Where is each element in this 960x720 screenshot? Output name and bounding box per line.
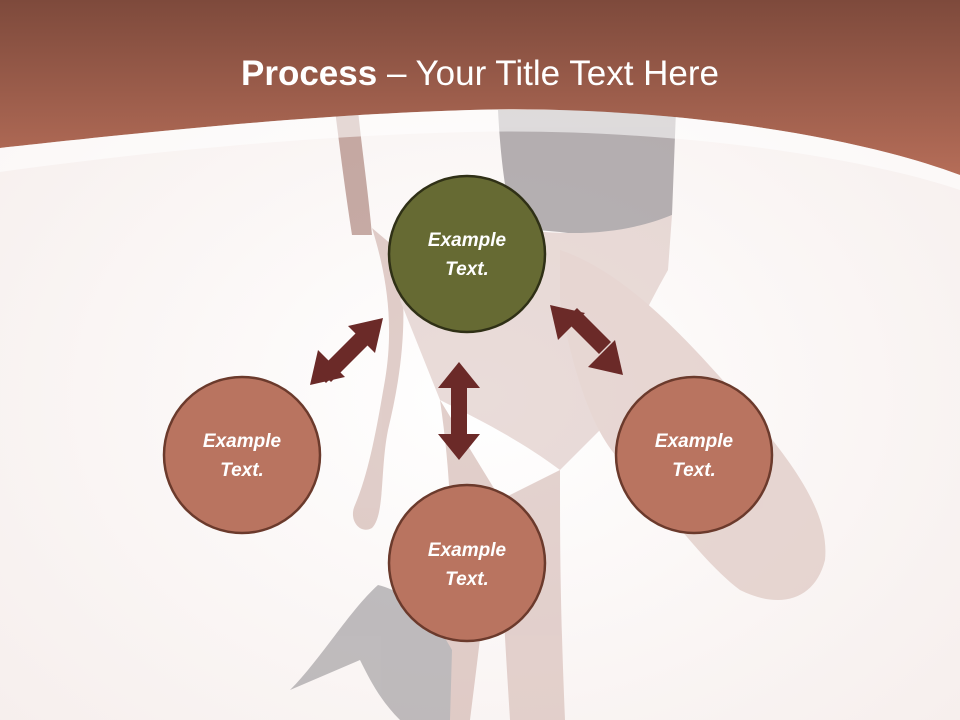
slide-title: Process – Your Title Text Here <box>0 52 960 96</box>
node-right-line2: Text. <box>672 460 716 481</box>
circle-bottom <box>387 483 547 643</box>
title-separator: – <box>377 54 416 93</box>
node-left-line2: Text. <box>220 460 264 481</box>
node-bottom-text: Example Text. <box>397 536 537 594</box>
double-arrow-top-left <box>310 318 383 385</box>
node-right-text: Example Text. <box>624 427 764 485</box>
double-arrow-vertical <box>438 362 480 460</box>
node-left-text: Example Text. <box>172 427 312 485</box>
circle-top <box>387 174 547 334</box>
node-top-text: Example Text. <box>397 226 537 284</box>
node-right-line1: Example <box>654 431 734 452</box>
node-bottom-line2: Text. <box>445 569 489 590</box>
title-bold: Process <box>241 54 378 93</box>
node-top-line2: Text. <box>445 259 489 280</box>
header-band <box>0 0 960 175</box>
node-left-line1: Example <box>202 431 282 452</box>
title-rest: Your Title Text Here <box>415 54 720 93</box>
double-arrow-top-right <box>550 305 623 375</box>
circle-left <box>162 375 322 535</box>
header-swoosh <box>0 109 960 190</box>
circle-right <box>614 375 774 535</box>
node-top-line1: Example <box>427 230 507 251</box>
node-bottom-line1: Example <box>427 540 507 561</box>
